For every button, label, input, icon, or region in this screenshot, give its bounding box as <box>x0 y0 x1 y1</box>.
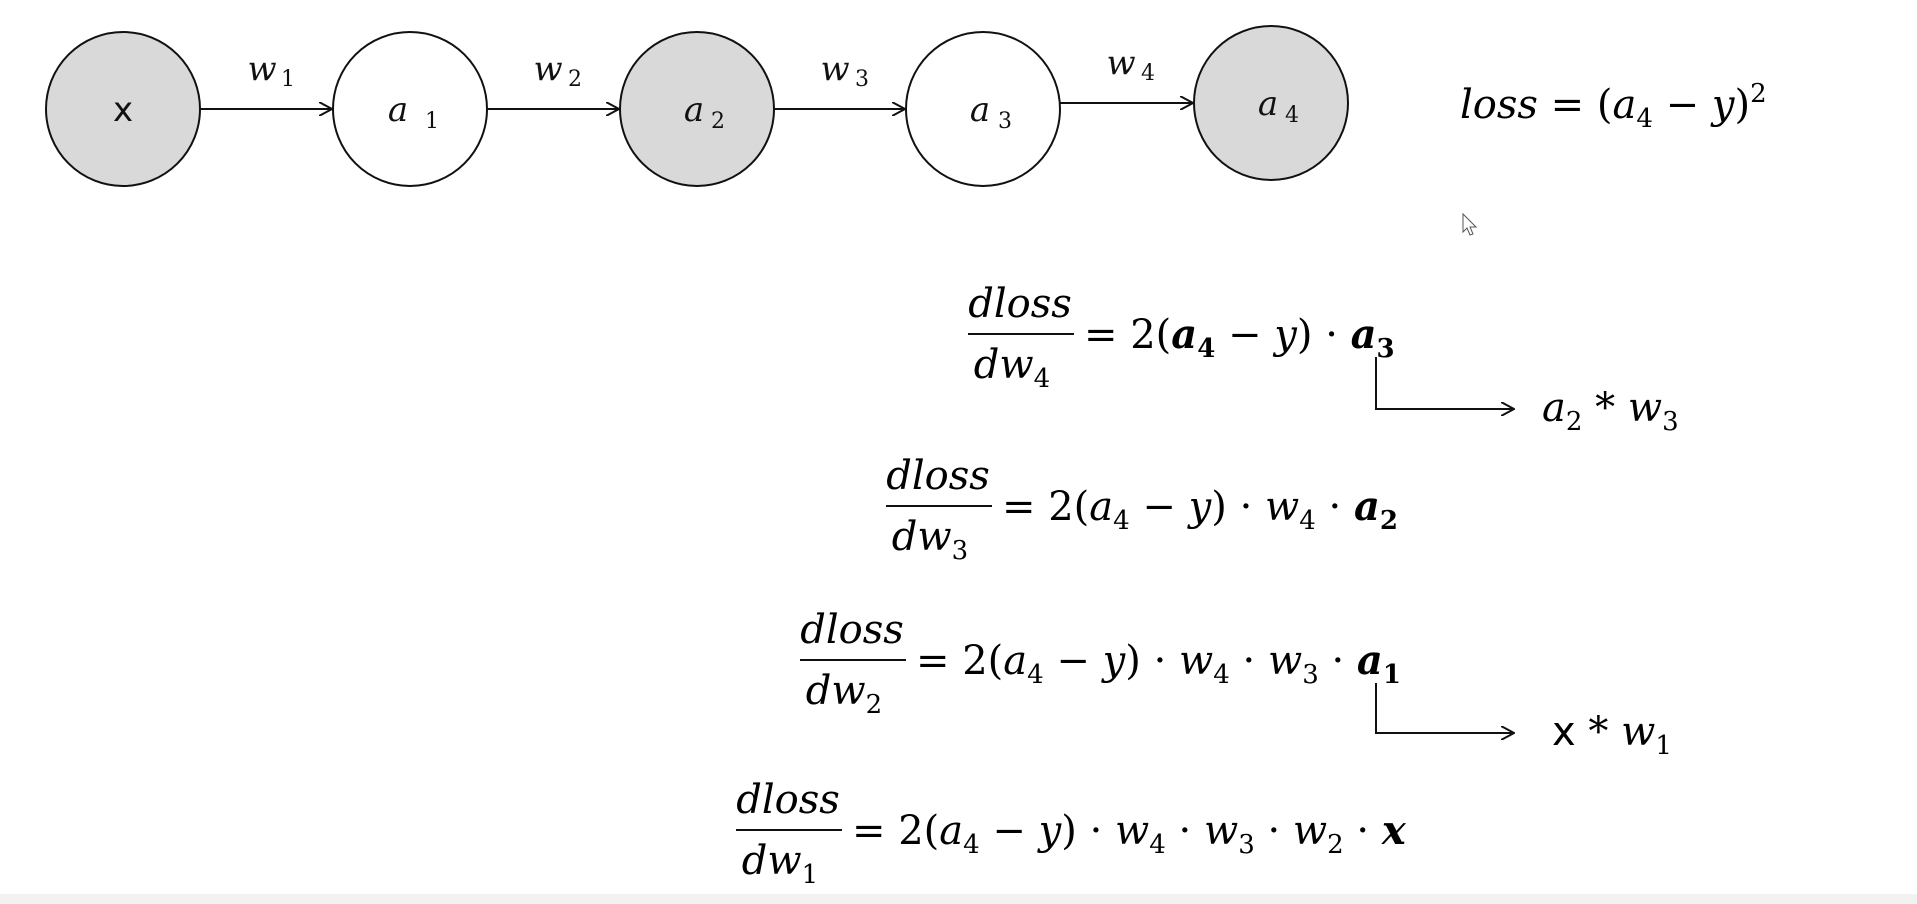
svg-text:w: w <box>533 49 562 89</box>
edge-w3: w 3 <box>774 49 905 109</box>
svg-text:dloss: dloss <box>736 777 840 823</box>
edge-w4: w 4 <box>1060 43 1193 103</box>
svg-text:2: 2 <box>568 67 582 92</box>
node-a3: a 3 <box>905 31 1061 187</box>
svg-text:x: x <box>113 90 133 130</box>
edge-w1: w 1 <box>200 49 332 109</box>
svg-text:3: 3 <box>998 109 1012 134</box>
svg-text:2: 2 <box>711 109 725 134</box>
derivative-dw3: dloss dw3 = 2(a4 − y) · w4 · a2 <box>886 453 1398 566</box>
node-a1: a 1 <box>332 31 488 187</box>
svg-text:3: 3 <box>855 67 869 92</box>
svg-text:a: a <box>970 90 990 130</box>
svg-text:dw1: dw1 <box>742 838 818 890</box>
svg-text:dw2: dw2 <box>806 668 882 720</box>
svg-text:1: 1 <box>425 109 439 134</box>
svg-text:= 2(a4 − y) · w4 · a2: = 2(a4 − y) · w4 · a2 <box>1002 483 1398 536</box>
derivative-dw2: dloss dw2 = 2(a4 − y) · w4 · w3 · a1 <box>800 607 1401 720</box>
bottom-strip <box>0 894 1917 904</box>
svg-text:a: a <box>388 90 408 130</box>
node-x: x <box>45 31 201 187</box>
derivative-dw4: dloss dw4 = 2(a4 − y) · a3 <box>968 281 1395 394</box>
svg-text:dw3: dw3 <box>892 514 968 566</box>
svg-text:4: 4 <box>1285 103 1299 128</box>
svg-text:= 2(a4 − y) · w4 · w3 · a1: = 2(a4 − y) · w4 · w3 · a1 <box>916 637 1401 690</box>
svg-text:dloss: dloss <box>968 281 1072 327</box>
loss-equation: loss = (a4 − y)2 <box>1460 79 1767 134</box>
derivative-dw1: dloss dw1 = 2(a4 − y) · w4 · w3 · w2 · x <box>736 777 1407 890</box>
svg-text:w: w <box>820 49 849 89</box>
svg-text:dloss: dloss <box>886 453 990 499</box>
svg-text:dw4: dw4 <box>974 342 1050 394</box>
annotation-x-w1: x * w1 <box>1375 683 1672 761</box>
svg-text:1: 1 <box>281 67 295 92</box>
svg-text:w: w <box>247 49 276 89</box>
svg-text:a2 * w3: a2 * w3 <box>1542 385 1679 437</box>
svg-text:w: w <box>1106 43 1135 83</box>
svg-text:a: a <box>684 90 704 130</box>
node-a2: a 2 <box>619 31 775 187</box>
svg-text:= 2(a4 − y) · w4 · w3 · w2 · x: = 2(a4 − y) · w4 · w3 · w2 · x <box>852 807 1407 860</box>
node-a4: a 4 <box>1193 25 1349 181</box>
svg-text:= 2(a4 − y) · a3: = 2(a4 − y) · a3 <box>1084 311 1395 364</box>
edge-w2: w 2 <box>487 49 619 109</box>
mouse-cursor-icon <box>1462 212 1478 236</box>
svg-text:4: 4 <box>1141 61 1155 86</box>
svg-text:a: a <box>1258 84 1278 124</box>
svg-text:dloss: dloss <box>800 607 904 653</box>
annotation-a2-w3: a2 * w3 <box>1375 357 1679 437</box>
svg-text:x * w1: x * w1 <box>1552 709 1672 761</box>
